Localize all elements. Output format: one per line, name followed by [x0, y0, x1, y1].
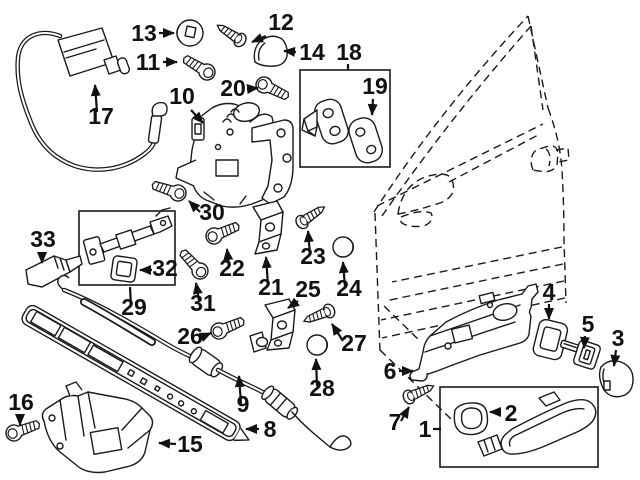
callout-16: 16	[8, 389, 34, 415]
callout-10: 10	[169, 83, 195, 109]
part-6-handle-carrier	[409, 283, 539, 382]
striker-box	[299, 69, 391, 168]
door-outline	[373, 15, 570, 421]
callout-19: 19	[362, 73, 388, 99]
part-7-screw	[400, 378, 438, 407]
callout-31: 31	[190, 290, 216, 316]
callout-1: 1	[419, 416, 432, 442]
part-14-cover-cap	[253, 35, 288, 67]
callout-27: 27	[341, 330, 367, 356]
part-31-bolt	[175, 245, 213, 284]
callout-22: 22	[219, 255, 245, 281]
callout-12: 12	[268, 9, 294, 35]
callout-28: 28	[309, 375, 335, 401]
part-17-lock-cable-assembly	[15, 27, 168, 172]
part-11-bolt	[179, 50, 219, 84]
callout-23: 23	[300, 243, 326, 269]
callout-5: 5	[582, 311, 595, 337]
part-25-check-bracket	[249, 298, 296, 353]
callout-3: 3	[612, 325, 625, 351]
callout-4: 4	[543, 279, 556, 305]
part-2-handle-seal	[453, 402, 489, 436]
part-10-door-lock-actuator	[175, 102, 294, 208]
callout-18: 18	[336, 39, 362, 65]
part-13-grommet	[176, 19, 204, 47]
callout-2: 2	[505, 400, 518, 426]
handle-kit-box	[439, 386, 599, 468]
part-9-release-cable	[57, 274, 352, 451]
part-3-cylinder-cap	[598, 360, 634, 398]
callout-14: 14	[299, 39, 325, 65]
callout-labels: 1 2 3 4 5 6 7 8 9 10 11 12 13 14 15 16 1…	[8, 9, 624, 457]
part-16-bolt	[3, 415, 43, 444]
part-26-bolt	[207, 312, 248, 343]
callout-20: 20	[220, 75, 246, 101]
callout-25: 25	[295, 276, 321, 302]
callout-9: 9	[237, 391, 250, 417]
part-15-interior-handle-bracket	[41, 381, 154, 474]
part-29-door-check	[82, 207, 173, 265]
part-1-exterior-handle	[477, 391, 597, 457]
callout-13: 13	[131, 20, 157, 46]
callout-21: 21	[258, 274, 284, 300]
door-handle-recess	[530, 145, 570, 173]
callout-arrows	[15, 28, 621, 449]
part-8-sill-strip	[21, 304, 250, 442]
part-21-check-bracket	[252, 200, 284, 255]
callout-30: 30	[199, 199, 225, 225]
part-24-buffer-cap	[332, 236, 355, 258]
part-20-bolt	[252, 73, 293, 105]
callout-6: 6	[384, 358, 397, 384]
part-19-shim	[348, 117, 384, 164]
callout-24: 24	[336, 275, 362, 301]
callout-33: 33	[30, 226, 56, 252]
part-4-handle-gasket	[532, 318, 569, 361]
callout-7: 7	[389, 409, 402, 435]
part-28-buffer-cap	[306, 334, 329, 356]
part-18-striker	[313, 98, 349, 145]
part-12-screw	[212, 18, 250, 50]
callout-17: 17	[88, 103, 114, 129]
callout-29: 29	[121, 294, 147, 320]
part-23-screw	[292, 200, 329, 232]
part-32-seal	[110, 255, 138, 283]
callout-8: 8	[264, 416, 277, 442]
part-33-check-cover	[25, 255, 83, 288]
callout-11: 11	[136, 49, 161, 75]
check-strap-box	[78, 207, 176, 286]
callout-32: 32	[152, 255, 178, 281]
door-mirror-patch	[397, 173, 455, 228]
callout-26: 26	[177, 323, 203, 349]
part-27-screw	[300, 301, 338, 329]
callout-15: 15	[177, 431, 203, 457]
